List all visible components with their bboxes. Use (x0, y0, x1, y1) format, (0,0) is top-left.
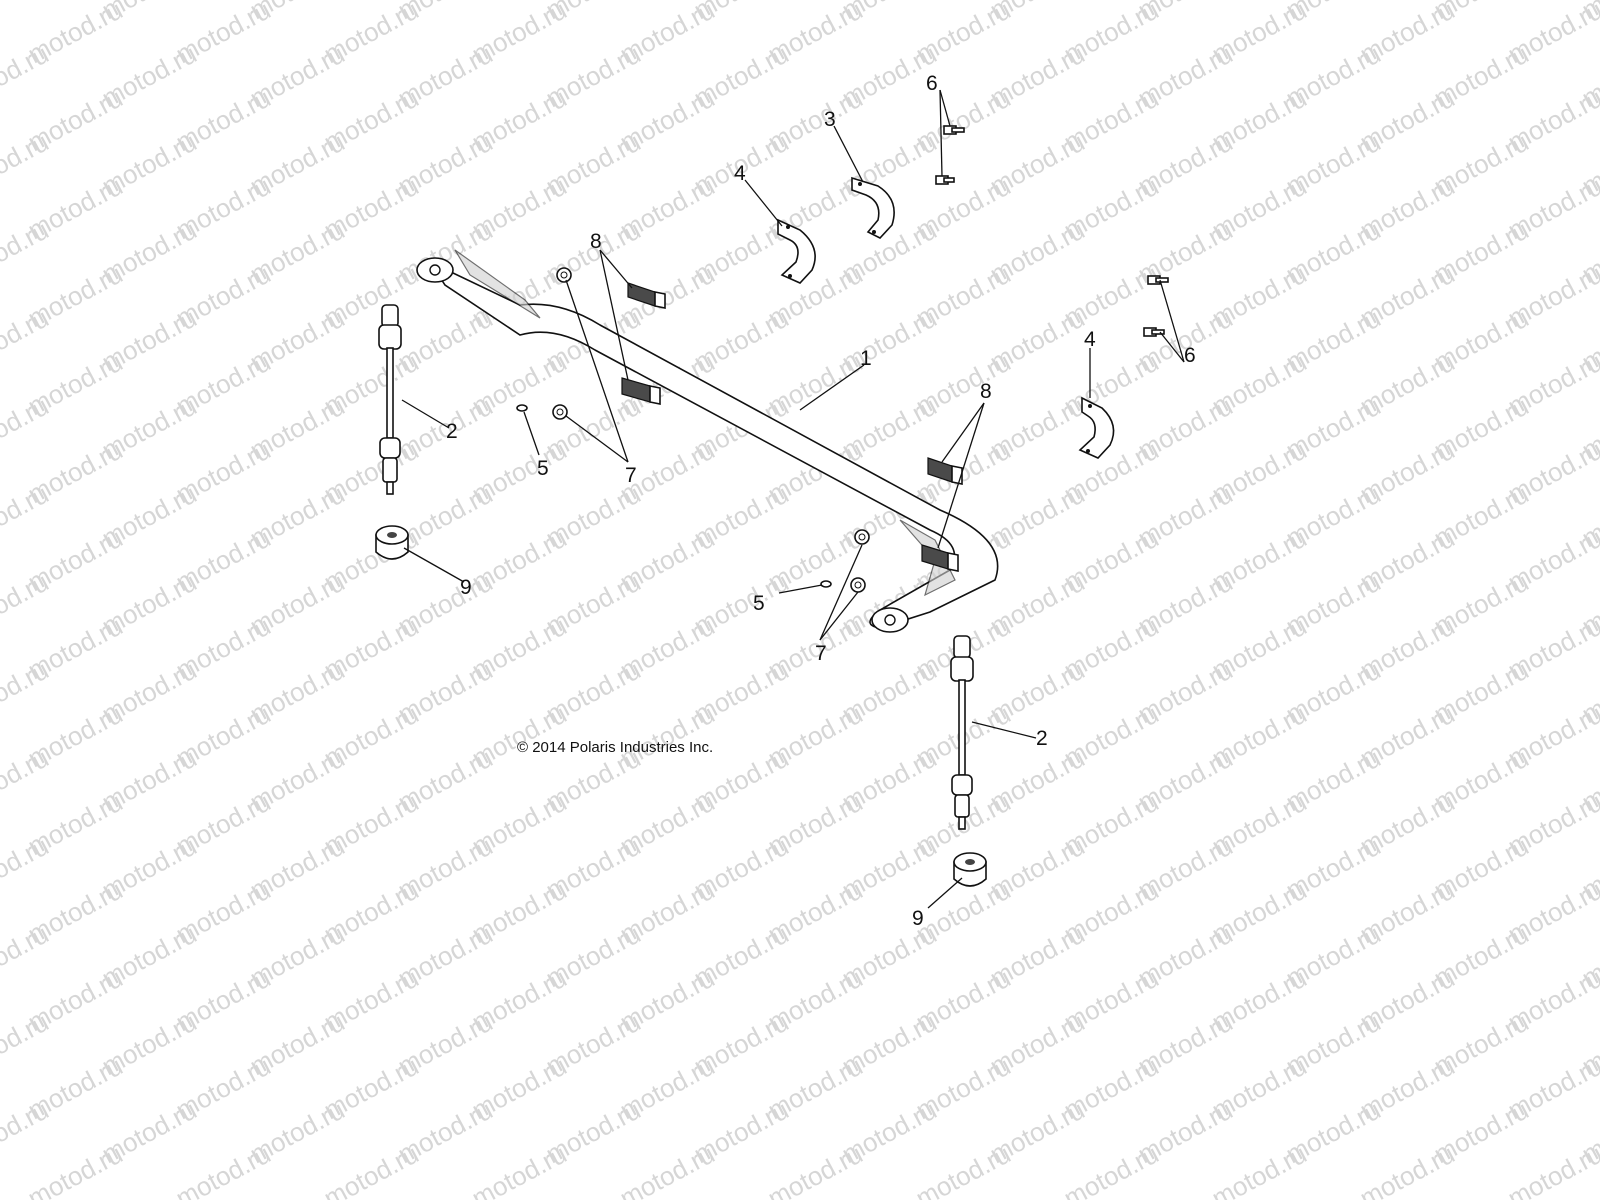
bushing-left (375, 525, 409, 560)
watermark-text: motod.ru (1207, 1139, 1312, 1200)
callout-2-right: 2 (1036, 727, 1048, 750)
callout-4-top: 4 (734, 162, 746, 185)
watermark-text: motod.ru (1059, 1139, 1164, 1200)
bracket-4-right (1078, 396, 1115, 459)
callout-5-right: 5 (753, 592, 765, 615)
fitting-5b (820, 580, 832, 588)
nut-7c (854, 529, 870, 545)
watermark-text: motod.ru (615, 1139, 720, 1200)
leader-lines (401, 89, 1185, 909)
callout-8-right: 8 (980, 380, 992, 403)
link-rod-right (950, 635, 974, 830)
callout-6-top: 6 (926, 72, 938, 95)
callout-4-right: 4 (1084, 328, 1096, 351)
watermark-text: motod.ru (911, 1139, 1016, 1200)
watermark-text: motod.ru (1355, 1139, 1460, 1200)
watermark-text: motod.ru (171, 1139, 276, 1200)
nut-7a (556, 267, 572, 283)
callout-9-right: 9 (912, 907, 924, 930)
fitting-5a (516, 404, 528, 412)
bolt-6c (1147, 275, 1169, 285)
half-bushing-8c (927, 457, 963, 485)
bolt-6b (935, 175, 955, 185)
watermark-text: motod.ru (23, 1139, 128, 1200)
link-rod-left (378, 304, 402, 495)
callout-2-left: 2 (446, 420, 458, 443)
callout-labels: 1 2 2 3 4 4 5 5 6 6 7 7 8 8 9 9 (446, 72, 1196, 930)
bushing-right (953, 852, 987, 887)
callout-1: 1 (860, 347, 872, 370)
callout-8-left: 8 (590, 230, 602, 253)
watermark-text: motod.ru (0, 0, 53, 25)
callout-6-right: 6 (1184, 344, 1196, 367)
bracket-4-top (777, 218, 816, 284)
watermark-text: motod.ru (467, 1139, 572, 1200)
clamp-3 (851, 176, 895, 239)
callout-3: 3 (824, 108, 836, 131)
watermark-text: motod.ru (319, 1139, 424, 1200)
callout-7-right: 7 (815, 642, 827, 665)
watermark-text: motod.ru (1503, 1139, 1600, 1200)
callout-5-left: 5 (537, 457, 549, 480)
callout-9-left: 9 (460, 576, 472, 599)
half-bushing-8a (627, 282, 666, 309)
copyright-notice: © 2014 Polaris Industries Inc. (517, 739, 713, 756)
watermark-text: motod.ru (763, 1139, 868, 1200)
bolt-6d (1143, 327, 1165, 337)
half-bushing-8d (921, 544, 959, 572)
half-bushing-8b (621, 377, 661, 405)
stabilizer-bar (416, 249, 999, 633)
nut-7b (552, 404, 568, 420)
callout-7-left: 7 (625, 464, 637, 487)
nut-7d (850, 577, 866, 593)
